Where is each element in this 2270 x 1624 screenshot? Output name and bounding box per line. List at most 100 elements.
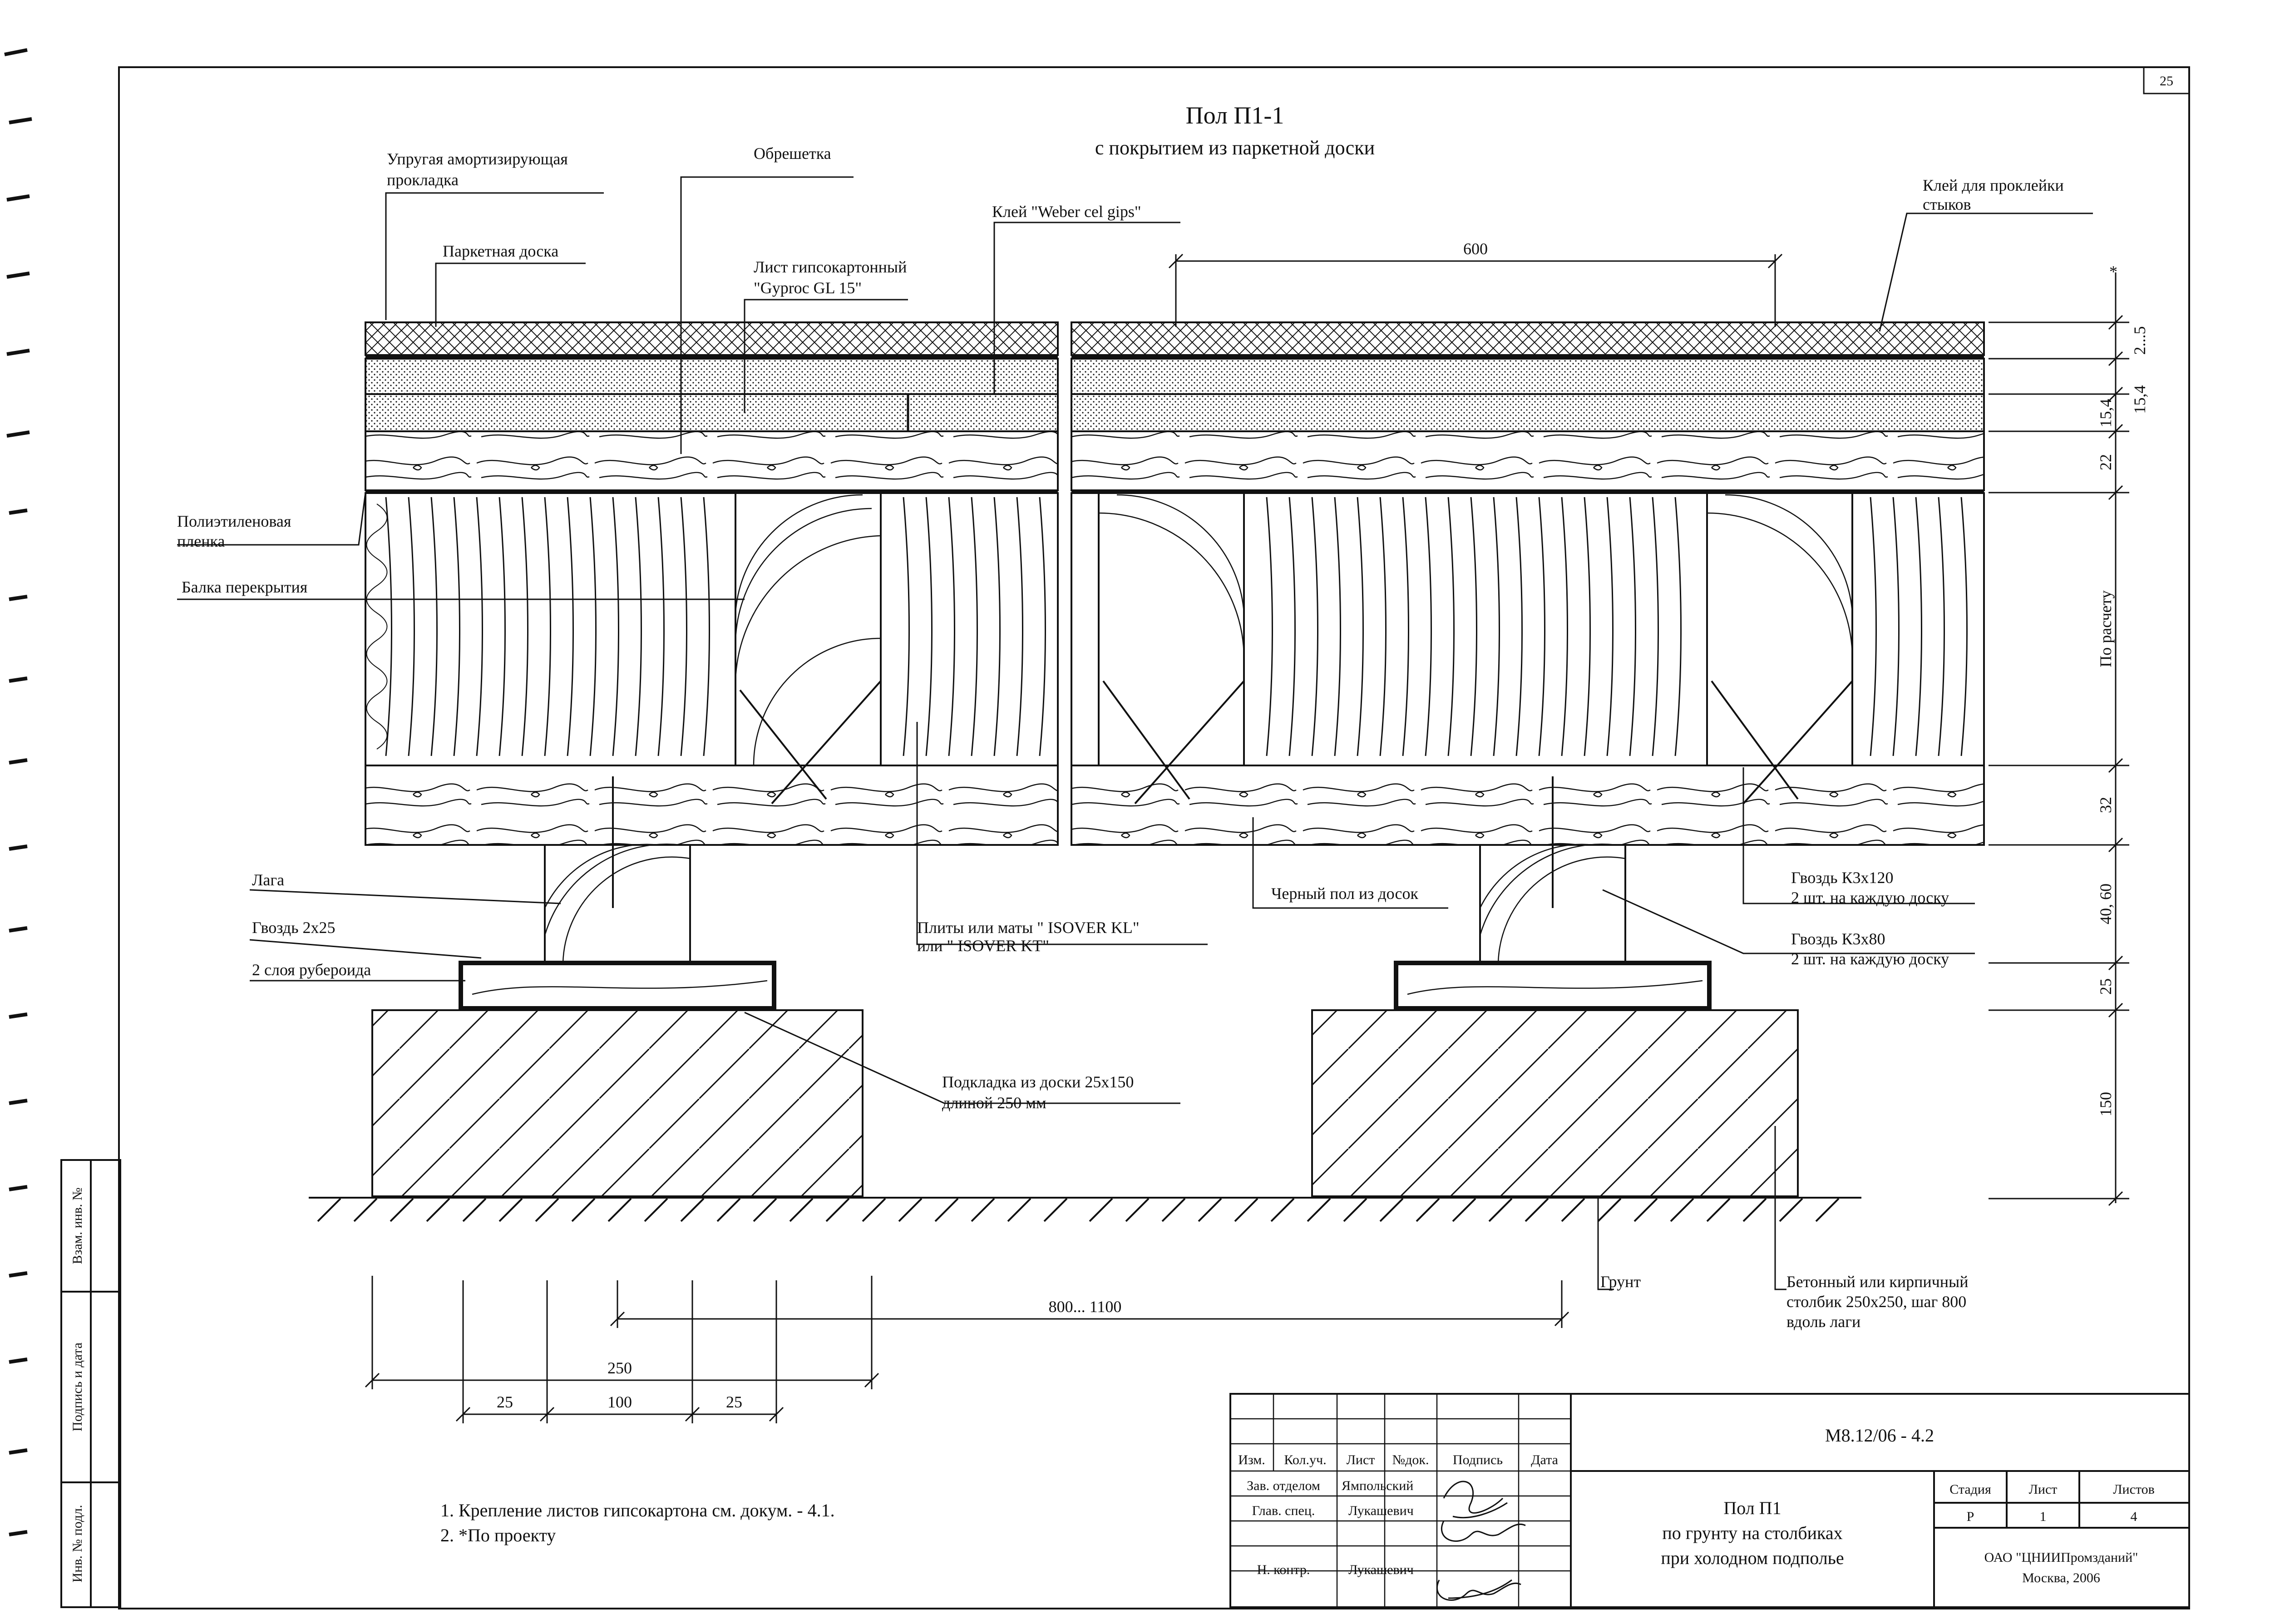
tb-stage-value: Р bbox=[1967, 1509, 1974, 1524]
parquet-layer-right bbox=[1071, 321, 1985, 356]
lathing-right bbox=[1071, 430, 1985, 491]
pillar-right bbox=[1311, 1009, 1799, 1197]
label-pillar-line-3: вдоль лаги bbox=[1786, 1313, 1860, 1331]
subfloor-board-right bbox=[1071, 765, 1985, 846]
floor-beam-right-1 bbox=[1098, 492, 1245, 766]
tb-sheets-header: Листов bbox=[2113, 1482, 2155, 1497]
label-isover-line-2: или " ISOVER KT" bbox=[917, 937, 1049, 955]
subfloor-board-left bbox=[365, 765, 1059, 846]
tb-name-control: Лукашевич bbox=[1348, 1562, 1414, 1577]
log-left bbox=[544, 844, 691, 964]
ground-line bbox=[309, 1197, 1861, 1222]
sheet-frame bbox=[118, 66, 2190, 1609]
tb-drawing-title-2: по грунту на столбиках bbox=[1662, 1523, 1842, 1543]
signature-scribble-1 bbox=[1443, 1481, 1508, 1519]
label-glue-joints-line-2: стыков bbox=[1923, 195, 1971, 213]
pillar-left bbox=[371, 1009, 864, 1197]
drawing-main-title: Пол П1-1 bbox=[1186, 102, 1284, 129]
label-log: Лага bbox=[252, 871, 284, 889]
dim-pillar-spacing: 800... 1100 bbox=[1049, 1298, 1122, 1316]
label-gypsum-sheet: Лист гипсокартонный "Gyproc GL 15" bbox=[754, 258, 907, 297]
dim-top-spacing: 600 bbox=[1463, 240, 1488, 258]
label-nail-k3x80-line-2: 2 шт. на каждую доску bbox=[1791, 950, 1949, 968]
dim-pillar-width: 250 bbox=[607, 1359, 632, 1377]
tb-h-doc: №док. bbox=[1392, 1452, 1429, 1467]
label-roofing-felt: 2 слоя рубероида bbox=[252, 961, 371, 979]
tb-role-control: Н. контр. bbox=[1257, 1562, 1310, 1577]
tb-h-sheet: Лист bbox=[1347, 1452, 1375, 1467]
parquet-layer-left bbox=[365, 321, 1059, 356]
gypsum-layer-left-1 bbox=[365, 358, 1059, 395]
dim-gypsum-1: 15,4 bbox=[2097, 399, 2115, 428]
signature-scribble-3 bbox=[1436, 1579, 1521, 1601]
roofing-felt-left bbox=[459, 961, 776, 1011]
label-ground: Грунт bbox=[1600, 1273, 1641, 1291]
label-pillar-line-2: столбик 250х250, шаг 800 bbox=[1786, 1293, 1966, 1311]
gypsum-layer-right-1 bbox=[1071, 358, 1985, 395]
callout-labels: Упругая амортизирующая прокладка Обрешетк… bbox=[177, 144, 2064, 1331]
dimension-values: 600 800... 1100 250 25 100 25 * 2...5 15… bbox=[497, 240, 2149, 1411]
drawing-subtitle: с покрытием из паркетной доски bbox=[1095, 137, 1375, 159]
label-pillar: Бетонный или кирпичный столбик 250х250, ш… bbox=[1786, 1273, 1969, 1331]
tb-h-change: Изм. bbox=[1238, 1452, 1265, 1467]
tb-sheet-header: Лист bbox=[2029, 1482, 2058, 1497]
dim-pillar-height: 150 bbox=[2097, 1092, 2115, 1116]
side-stamp bbox=[60, 1159, 121, 1608]
tb-h-count: Кол.уч. bbox=[1284, 1452, 1326, 1467]
dim-gypsum-2: 15,4 bbox=[2131, 385, 2149, 414]
title-block-grid bbox=[1229, 1393, 2190, 1608]
tb-stage-header: Стадия bbox=[1949, 1482, 1991, 1497]
note-2: 2. *По проекту bbox=[440, 1525, 556, 1545]
label-elastic-pad-line-2: прокладка bbox=[387, 171, 459, 189]
tb-doc-code: М8.12/06 - 4.2 bbox=[1825, 1425, 1934, 1446]
label-nail-2x25: Гвоздь 2х25 bbox=[252, 918, 336, 937]
label-pe-film-line-2: пленка bbox=[177, 532, 225, 550]
roofing-felt-right bbox=[1394, 961, 1712, 1011]
stamp-replaced-inv: Взам. инв. № bbox=[70, 1187, 85, 1264]
label-nail-k3x80-line-1: Гвоздь К3х80 bbox=[1791, 930, 1885, 948]
lathing-left bbox=[365, 430, 1059, 491]
tb-role-head: Зав. отделом bbox=[1247, 1478, 1320, 1493]
label-shim-line-1: Подкладка из доски 25х150 bbox=[942, 1073, 1134, 1091]
label-isover-line-1: Плиты или маты " ISOVER KL" bbox=[917, 918, 1140, 937]
label-pe-film-line-1: Полиэтиленовая bbox=[177, 512, 291, 530]
tb-drawing-title-3: при холодном подполье bbox=[1661, 1548, 1844, 1568]
stamp-original-inv: Инв. № подл. bbox=[70, 1505, 85, 1583]
gypsum-layer-right-2 bbox=[1071, 393, 1985, 432]
tb-sheets-value: 4 bbox=[2131, 1509, 2137, 1524]
tb-org-name: ОАО "ЦНИИПромзданий" bbox=[1984, 1550, 2138, 1565]
dim-by-calc: По расчету bbox=[2097, 590, 2115, 667]
floor-beam-right-2 bbox=[1706, 492, 1853, 766]
label-gypsum-line-2: "Gyproc GL 15" bbox=[754, 279, 862, 297]
stamp-signature-date: Подпись и дата bbox=[70, 1343, 85, 1431]
tb-sheet-value: 1 bbox=[2040, 1509, 2047, 1524]
dimension-lines bbox=[365, 253, 2129, 1423]
dim-lathing: 22 bbox=[2097, 454, 2115, 470]
page-number-box bbox=[2143, 66, 2190, 94]
dim-subfloor: 32 bbox=[2097, 797, 2115, 813]
label-nail-k3x80: Гвоздь К3х80 2 шт. на каждую доску bbox=[1791, 930, 1949, 968]
label-nail-k3x120-line-2: 2 шт. на каждую доску bbox=[1791, 889, 1949, 907]
tb-org-city: Москва, 2006 bbox=[2022, 1570, 2100, 1585]
label-parquet: Паркетная доска bbox=[443, 242, 558, 260]
signature-scribble-2 bbox=[1441, 1520, 1526, 1542]
dim-star: * bbox=[2109, 262, 2117, 281]
dim-shim-left: 25 bbox=[497, 1393, 513, 1411]
dim-adhesive: 2...5 bbox=[2131, 326, 2149, 355]
tb-name-chief: Лукашевич bbox=[1348, 1503, 1414, 1518]
right-floor-section bbox=[1071, 321, 1985, 1197]
tb-name-head: Ямпольский bbox=[1342, 1478, 1413, 1493]
label-pe-film: Полиэтиленовая пленка bbox=[177, 512, 291, 550]
callout-leaders bbox=[177, 176, 2093, 1290]
label-pillar-line-1: Бетонный или кирпичный bbox=[1786, 1273, 1969, 1291]
label-elastic-pad-line: Упругая амортизирующая bbox=[387, 150, 568, 168]
label-subfloor: Черный пол из досок bbox=[1271, 884, 1419, 903]
label-lathing: Обрешетка bbox=[754, 144, 831, 163]
label-gypsum-line-1: Лист гипсокартонный bbox=[754, 258, 907, 276]
tb-h-date: Дата bbox=[1531, 1452, 1558, 1467]
label-elastic-pad: Упругая амортизирующая прокладка bbox=[387, 150, 568, 189]
